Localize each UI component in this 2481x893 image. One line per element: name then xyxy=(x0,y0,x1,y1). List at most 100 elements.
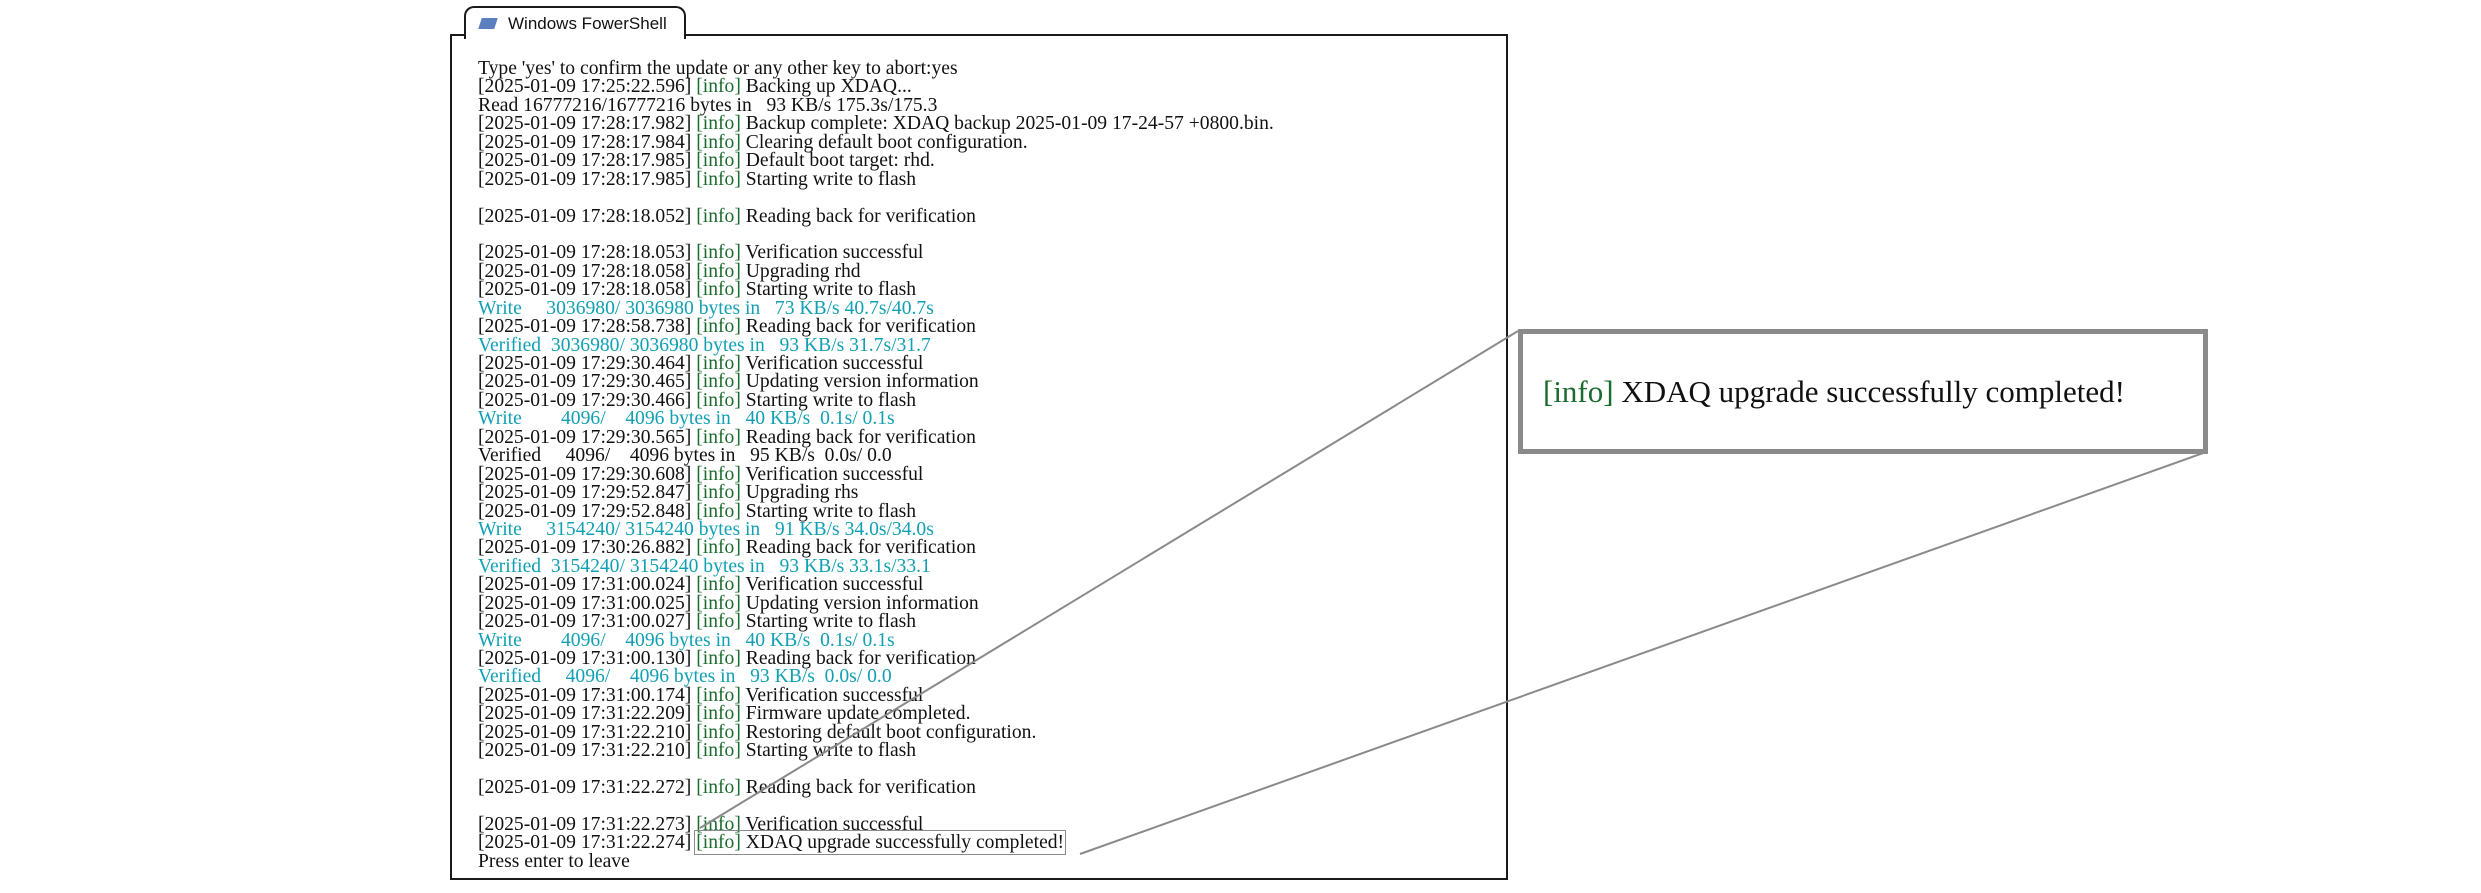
log-timestamp: [2025-01-09 17:31:00.174] xyxy=(478,684,692,706)
log-level: [info] xyxy=(696,777,741,799)
log-timestamp: [2025-01-09 17:31:22.210] xyxy=(478,740,692,762)
console-line: [2025-01-09 17:31:22.209] [info] Firmwar… xyxy=(478,703,1498,725)
console-line: Verified 3154240/ 3154240 bytes in 93 KB… xyxy=(478,555,931,577)
powershell-icon xyxy=(478,18,498,29)
console-line: [2025-01-09 17:28:18.058] [info] Upgradi… xyxy=(478,260,1498,282)
log-level: [info] xyxy=(696,684,741,706)
console-line: [2025-01-09 17:31:22.210] [info] Startin… xyxy=(478,740,1498,762)
console-line: [2025-01-09 17:28:17.985] [info] Startin… xyxy=(478,168,1498,190)
log-level: [info] xyxy=(696,648,741,669)
log-message: Updating version information xyxy=(745,371,979,393)
log-message: Verification successful xyxy=(745,684,924,706)
console-line: [2025-01-09 17:25:22.596] [info] Backing… xyxy=(478,77,1498,97)
log-timestamp: [2025-01-09 17:31:00.024] xyxy=(478,574,692,596)
console-line: [2025-01-09 17:30:26.882] [info] Reading… xyxy=(478,537,1498,559)
log-timestamp: [2025-01-09 17:28:17.982] xyxy=(478,113,692,135)
zoom-connector-top xyxy=(699,330,1519,829)
log-message: Clearing default boot configuration. xyxy=(745,131,1028,153)
console-line: Verified 4096/ 4096 bytes in 95 KB/s 0.0… xyxy=(478,445,892,467)
zoom-callout: [info] XDAQ upgrade successfully complet… xyxy=(1518,329,2208,454)
console-line: [2025-01-09 17:31:22.273] [info] Verific… xyxy=(478,813,1498,835)
console-line: Write 4096/ 4096 bytes in 40 KB/s 0.1s/ … xyxy=(478,408,895,430)
console-line: [2025-01-09 17:29:30.465] [info] Updatin… xyxy=(478,371,1498,393)
log-message: Updating version information xyxy=(745,592,979,614)
log-timestamp: [2025-01-09 17:31:22.209] xyxy=(478,703,692,725)
console-line: [2025-01-09 17:29:52.847] [info] Upgradi… xyxy=(478,482,1498,504)
console-line: [2025-01-09 17:28:58.738] [info] Reading… xyxy=(478,316,1498,338)
log-level: [info] xyxy=(696,168,741,190)
terminal-window[interactable] xyxy=(450,34,1508,880)
log-message: Reading back for verification xyxy=(745,537,976,559)
console-line: [2025-01-09 17:31:00.027] [info] Startin… xyxy=(478,611,1498,633)
log-message: Default boot target: rhd. xyxy=(745,150,935,172)
log-level: [info] xyxy=(696,813,741,835)
console-line: [2025-01-09 17:29:52.848] [info] Startin… xyxy=(478,500,1498,522)
log-level: [info] xyxy=(696,482,741,504)
log-message: Reading back for verification xyxy=(745,316,976,338)
console-line: [2025-01-09 17:28:18.058] [info] Startin… xyxy=(478,279,1498,301)
log-level: [info] xyxy=(696,592,741,614)
log-message: Reading back for verification xyxy=(745,777,976,799)
console-line: [2025-01-09 17:31:22.272] [info] Reading… xyxy=(478,777,1498,799)
log-message: Starting write to flash xyxy=(745,611,917,633)
log-level: [info] xyxy=(696,574,741,596)
window-tab[interactable]: Windows FowerShell xyxy=(464,6,686,39)
log-timestamp: [2025-01-09 17:29:52.848] xyxy=(478,500,692,522)
log-timestamp: [2025-01-09 17:28:18.052] xyxy=(478,205,692,227)
log-message: Reading back for verification xyxy=(745,205,976,227)
log-level: [info] xyxy=(696,353,741,374)
console-line: [2025-01-09 17:29:30.608] [info] Verific… xyxy=(478,463,1498,485)
console-line: [2025-01-09 17:31:00.024] [info] Verific… xyxy=(478,574,1498,596)
log-level: [info] xyxy=(696,500,741,522)
console-line: [2025-01-09 17:29:30.565] [info] Reading… xyxy=(478,426,1498,448)
log-level: [info] xyxy=(696,537,741,559)
log-timestamp: [2025-01-09 17:28:17.984] xyxy=(478,131,692,153)
callout-message: XDAQ upgrade successfully completed! xyxy=(1621,373,2125,409)
log-timestamp: [2025-01-09 17:31:00.130] xyxy=(478,648,692,669)
log-timestamp: [2025-01-09 17:31:22.272] xyxy=(478,777,692,799)
console-line: [2025-01-09 17:31:00.025] [info] Updatin… xyxy=(478,592,1498,614)
log-level: [info] xyxy=(696,389,741,411)
log-timestamp: [2025-01-09 17:31:22.210] xyxy=(478,721,692,743)
log-level: [info] xyxy=(696,131,741,153)
log-message: Restoring default boot configuration. xyxy=(745,721,1037,743)
log-timestamp: [2025-01-09 17:31:00.027] xyxy=(478,611,692,633)
console-line: Write 4096/ 4096 bytes in 40 KB/s 0.1s/ … xyxy=(478,629,895,651)
log-timestamp: [2025-01-09 17:29:52.847] xyxy=(478,482,692,504)
zoom-connector-bottom xyxy=(1079,451,2207,855)
log-level: [info] xyxy=(696,426,741,448)
log-level: [info] xyxy=(696,150,741,172)
log-timestamp: [2025-01-09 17:28:18.058] xyxy=(478,260,692,282)
log-level: [info] xyxy=(696,371,741,393)
log-timestamp: [2025-01-09 17:29:30.608] xyxy=(478,463,692,485)
log-level: [info] xyxy=(696,463,741,485)
log-message: XDAQ upgrade successfully completed! xyxy=(745,832,1065,854)
log-level: [info] xyxy=(696,721,741,743)
log-message: Backup complete: XDAQ backup 2025-01-09 … xyxy=(745,113,1274,135)
log-timestamp: [2025-01-09 17:29:30.466] xyxy=(478,389,692,411)
log-level: [info] xyxy=(696,279,741,301)
log-timestamp: [2025-01-09 17:29:30.464] xyxy=(478,353,692,374)
console-line: [2025-01-09 17:29:30.466] [info] Startin… xyxy=(478,389,1498,411)
log-timestamp: [2025-01-09 17:30:26.882] xyxy=(478,537,692,559)
log-timestamp: [2025-01-09 17:31:22.273] xyxy=(478,813,692,835)
log-level: [info] xyxy=(696,242,741,264)
console-line: Write 3036980/ 3036980 bytes in 73 KB/s … xyxy=(478,297,934,319)
log-message: Verification successful xyxy=(745,353,924,374)
console-line: [2025-01-09 17:28:17.985] [info] Default… xyxy=(478,150,1498,172)
log-message: Verification successful xyxy=(745,574,924,596)
console-line: [2025-01-09 17:31:00.174] [info] Verific… xyxy=(478,684,1498,706)
console-line: [2025-01-09 17:31:00.130] [info] Reading… xyxy=(478,648,1498,669)
log-message: Reading back for verification xyxy=(745,426,976,448)
console-output[interactable]: Type 'yes' to confirm the update or any … xyxy=(478,58,1498,871)
console-line: [2025-01-09 17:28:18.052] [info] Reading… xyxy=(478,205,1498,227)
callout-level: [info] xyxy=(1543,373,1614,409)
log-message: Starting write to flash xyxy=(745,740,917,762)
log-message: Starting write to flash xyxy=(745,500,917,522)
log-timestamp: [2025-01-09 17:28:18.053] xyxy=(478,242,692,264)
log-message: Upgrading rhd xyxy=(745,260,861,282)
highlighted-log-entry: [info] XDAQ upgrade successfully complet… xyxy=(694,830,1067,856)
log-timestamp: [2025-01-09 17:29:30.565] xyxy=(478,426,692,448)
console-line: [2025-01-09 17:29:30.464] [info] Verific… xyxy=(478,353,1498,374)
